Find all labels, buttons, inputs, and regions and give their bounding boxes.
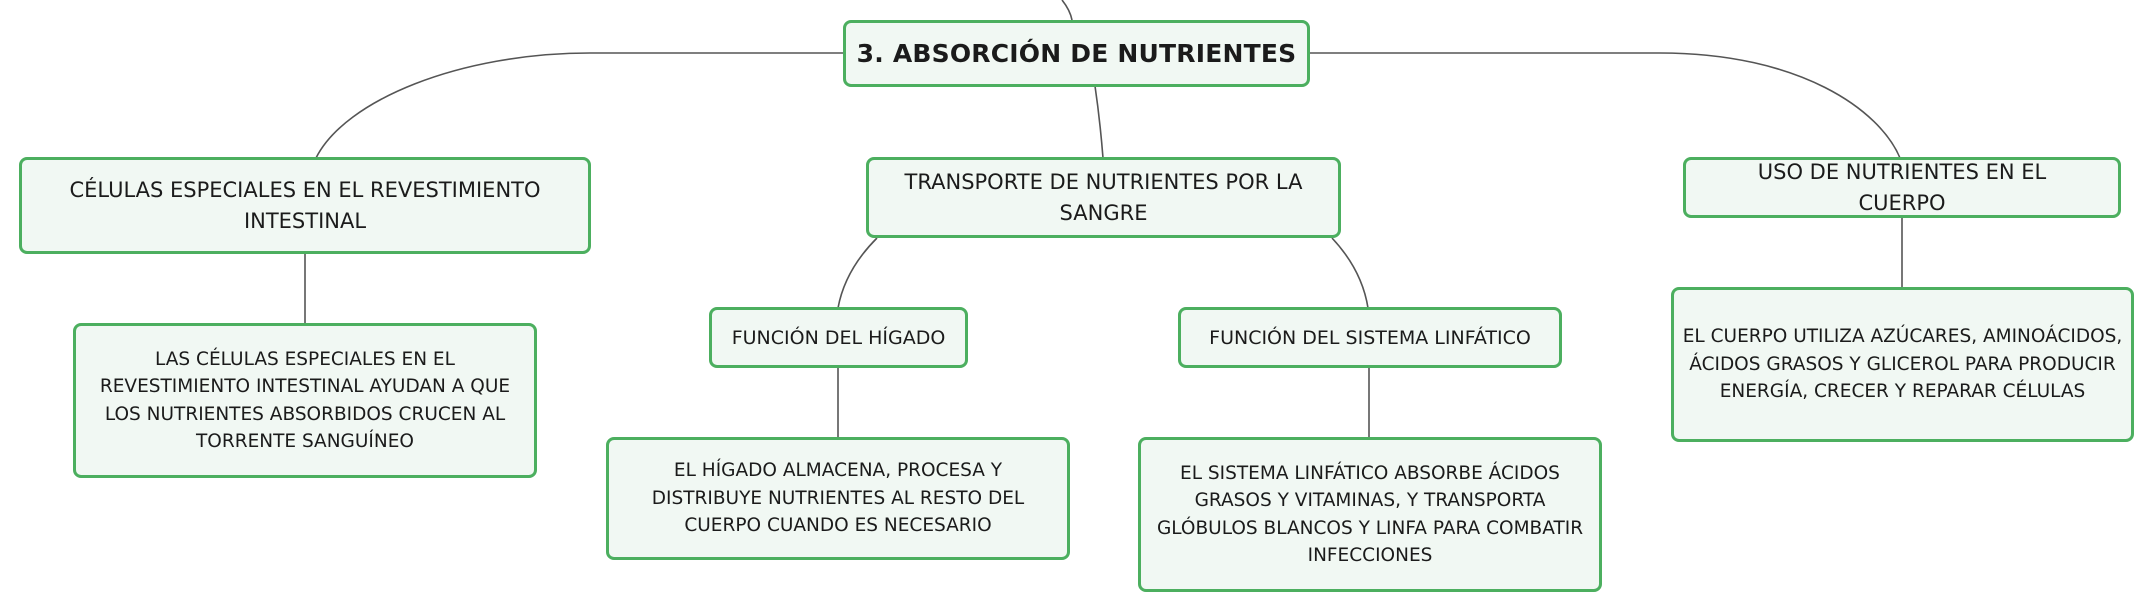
liver-function-label: FUNCIÓN DEL HÍGADO (731, 326, 946, 349)
liver-function-node[interactable]: FUNCIÓN DEL HÍGADO (709, 307, 968, 368)
connector-root-transport (1094, 85, 1104, 159)
usage-detail-node[interactable]: EL CUERPO UTILIZA AZÚCARES, AMINOÁCIDOS,… (1671, 287, 2134, 442)
usage-detail-text: EL CUERPO UTILIZA AZÚCARES, AMINOÁCIDOS,… (1682, 326, 2123, 403)
branch-usage-label: USO DE NUTRIENTES EN EL CUERPO (1757, 159, 2047, 215)
lymphatic-function-node[interactable]: FUNCIÓN DEL SISTEMA LINFÁTICO (1178, 307, 1562, 368)
cells-detail-text: LAS CÉLULAS ESPECIALES EN EL REVESTIMIEN… (99, 348, 511, 453)
liver-detail-node[interactable]: EL HÍGADO ALMACENA, PROCESA Y DISTRIBUYE… (606, 437, 1070, 560)
branch-transport-label: TRANSPORTE DE NUTRIENTES POR LA SANGRE (904, 169, 1303, 225)
root-topic-node[interactable]: 3. ABSORCIÓN DE NUTRIENTES (843, 20, 1310, 87)
connector-root-cells (315, 52, 843, 159)
branch-cells-label: CÉLULAS ESPECIALES EN EL REVESTIMIENTO I… (69, 177, 541, 233)
connector-transport-lymph (1331, 237, 1369, 309)
lymphatic-detail-node[interactable]: EL SISTEMA LINFÁTICO ABSORBE ÁCIDOS GRAS… (1138, 437, 1602, 592)
liver-detail-text: EL HÍGADO ALMACENA, PROCESA Y DISTRIBUYE… (651, 460, 1025, 537)
connector-parent-root (1061, 0, 1073, 21)
connector-root-usage (1310, 52, 1901, 159)
lymphatic-function-label: FUNCIÓN DEL SISTEMA LINFÁTICO (1209, 326, 1531, 349)
lymphatic-detail-text: EL SISTEMA LINFÁTICO ABSORBE ÁCIDOS GRAS… (1156, 462, 1584, 567)
cells-detail-node[interactable]: LAS CÉLULAS ESPECIALES EN EL REVESTIMIEN… (73, 323, 537, 478)
branch-transport-node[interactable]: TRANSPORTE DE NUTRIENTES POR LA SANGRE (866, 157, 1341, 238)
root-topic-label: 3. ABSORCIÓN DE NUTRIENTES (856, 39, 1297, 68)
connector-transport-liver (837, 237, 878, 309)
branch-usage-node[interactable]: USO DE NUTRIENTES EN EL CUERPO (1683, 157, 2121, 218)
branch-cells-node[interactable]: CÉLULAS ESPECIALES EN EL REVESTIMIENTO I… (19, 157, 591, 254)
